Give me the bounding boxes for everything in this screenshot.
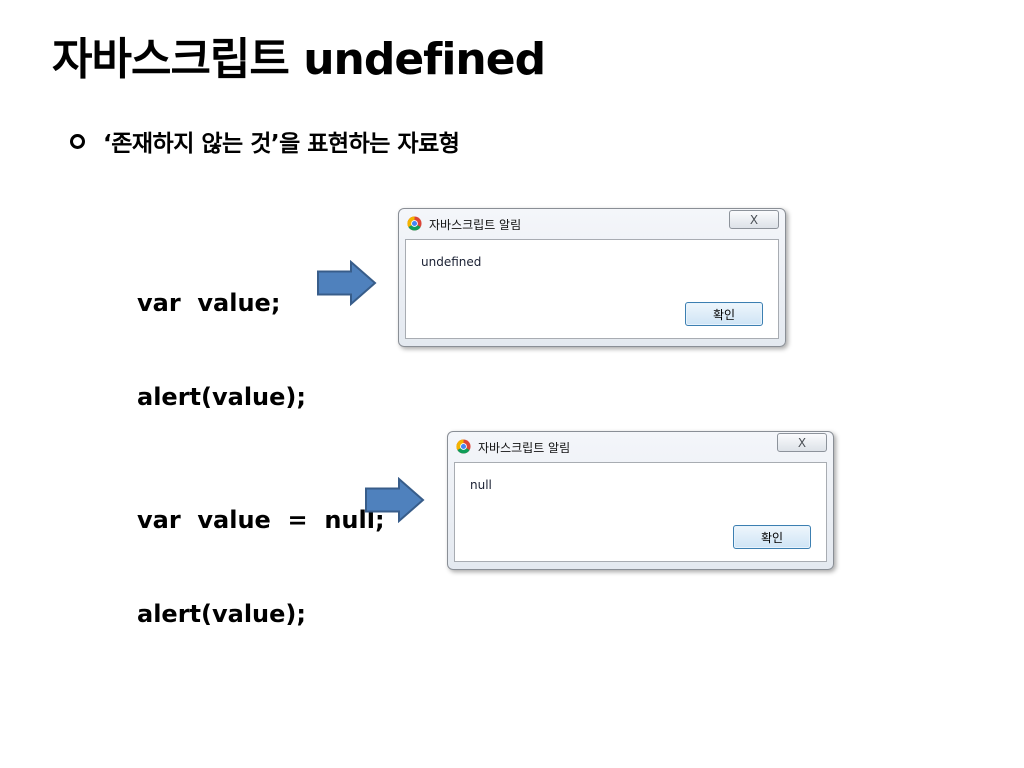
ok-button[interactable]: 확인 — [733, 525, 811, 549]
alert-dialog-undefined: 자바스크립트 알림 X undefined 확인 — [398, 208, 786, 347]
dialog-body: undefined 확인 — [405, 239, 779, 339]
right-arrow-icon — [365, 477, 425, 523]
dialog-title: 자바스크립트 알림 — [429, 218, 522, 232]
code-line: var value; — [137, 289, 281, 317]
right-arrow-icon — [317, 260, 377, 306]
dialog-titlebar: 자바스크립트 알림 X — [448, 432, 833, 460]
close-button[interactable]: X — [729, 210, 779, 229]
close-icon: X — [797, 435, 807, 450]
dialog-titlebar: 자바스크립트 알림 X — [399, 209, 785, 237]
chrome-icon — [407, 216, 422, 231]
bullet-circle-icon — [70, 133, 85, 149]
dialog-body: null 확인 — [454, 462, 827, 562]
code-example-undefined: var value; alert(value); — [137, 243, 306, 479]
bullet-text: ‘존재하지 않는 것’을 표현하는 자료형 — [103, 131, 460, 157]
slide-title: 자바스크립트 undefined — [52, 34, 546, 85]
code-line: var value = null; — [137, 506, 385, 534]
ok-button[interactable]: 확인 — [685, 302, 763, 326]
code-line: alert(value); — [137, 383, 306, 411]
chrome-icon — [456, 439, 471, 454]
dialog-title: 자바스크립트 알림 — [478, 441, 571, 455]
bullet-item: ‘존재하지 않는 것’을 표현하는 자료형 — [70, 126, 460, 157]
close-button[interactable]: X — [777, 433, 827, 452]
dialog-message: undefined — [421, 255, 482, 269]
code-line: alert(value); — [137, 600, 306, 628]
code-example-null: var value = null; alert(value); — [137, 460, 385, 696]
alert-dialog-null: 자바스크립트 알림 X null 확인 — [447, 431, 834, 570]
close-icon: X — [749, 212, 759, 227]
dialog-message: null — [470, 478, 492, 492]
